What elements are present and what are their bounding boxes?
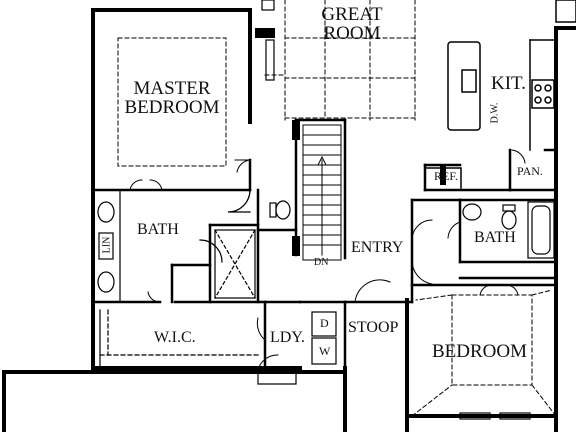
- interior-walls: [91, 118, 558, 370]
- entry-label: ENTRY: [351, 239, 404, 256]
- linen-label: LIN: [101, 236, 113, 254]
- master-bedroom-label-line2: BEDROOM: [124, 97, 220, 118]
- master-bath-label: BATH: [137, 221, 179, 238]
- tray-ceiling: [117, 37, 227, 167]
- stairs: [302, 124, 342, 261]
- pantry-label: PAN.: [517, 164, 543, 178]
- laundry-label: LDY.: [270, 329, 305, 346]
- great-room-label: GREAT ROOM: [312, 5, 392, 43]
- dishwasher-label: D.W.: [489, 102, 501, 124]
- stairs-down-label: DN: [314, 257, 329, 268]
- master-bedroom-label: MASTER BEDROOM: [112, 79, 232, 117]
- refrigerator-label: REF.: [434, 169, 459, 183]
- bath2-label: BATH: [474, 229, 516, 246]
- exterior-walls: [2, 8, 576, 432]
- master-bedroom-label-line1: MASTER: [133, 78, 211, 99]
- kitchen-label: KIT.: [491, 73, 526, 94]
- washer-label: W: [319, 344, 331, 358]
- bedroom-label: BEDROOM: [432, 341, 528, 362]
- walk-in-closet-label: W.I.C.: [154, 329, 196, 346]
- great-room-label-line2: ROOM: [323, 23, 381, 44]
- dryer-label: D: [320, 316, 329, 330]
- great-room-label-line1: GREAT: [321, 4, 383, 25]
- stoop-label: STOOP: [348, 319, 399, 336]
